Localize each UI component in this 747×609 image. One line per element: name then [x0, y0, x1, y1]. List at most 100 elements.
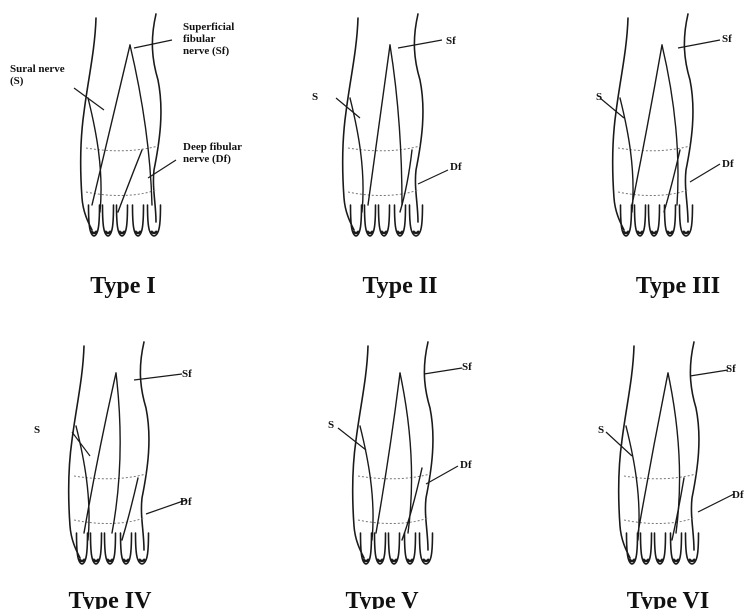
toe-outline [655, 533, 666, 564]
type-caption: Type III [636, 273, 720, 299]
toenail [391, 559, 397, 561]
toe-outline [351, 205, 362, 236]
toenail [657, 559, 663, 561]
toenail [637, 231, 643, 233]
toe-outline [405, 533, 416, 564]
superficial-nerve-label: Sf [182, 368, 192, 380]
toe-outline [627, 533, 638, 564]
toenail [151, 231, 157, 233]
toe-outline [361, 533, 372, 564]
superficial-fibular-nerve-path [638, 373, 668, 533]
toe-outline [686, 533, 699, 564]
superficial-fibular-nerve-path [662, 45, 678, 205]
sural-nerve-label: S [34, 424, 40, 436]
panel-type-3 [600, 14, 720, 236]
toenail [397, 231, 403, 233]
dashed-level-line [358, 518, 428, 524]
sural-nerve-path [620, 98, 633, 212]
leader-line-s [74, 88, 104, 110]
deep-nerve-label: Df [450, 161, 462, 173]
dashed-level-line [74, 474, 146, 479]
deep-nerve-label: Df [722, 158, 734, 170]
panel-type-5 [338, 342, 462, 564]
leader-line-s [72, 432, 90, 456]
dashed-level-line [348, 146, 420, 151]
superficial-fibular-nerve-path [130, 45, 152, 205]
toenail [423, 559, 429, 561]
deep-nerve-label: Deep fibularnerve (Df) [183, 141, 242, 165]
toenail [135, 231, 141, 233]
toenail [407, 559, 413, 561]
toe-outline [133, 205, 144, 236]
dashed-level-line [624, 518, 694, 524]
superficial-nerve-label: Sf [722, 33, 732, 45]
sural-nerve-path [626, 426, 639, 540]
superficial-nerve-label: Sf [462, 361, 472, 373]
toenail [353, 231, 359, 233]
superficial-nerve-label: Sf [446, 35, 456, 47]
toenail [93, 559, 99, 561]
toenail [139, 559, 145, 561]
toenail [683, 231, 689, 233]
toenail [651, 231, 657, 233]
toenail [667, 231, 673, 233]
toe-outline [420, 533, 433, 564]
sural-nerve-path [360, 426, 373, 540]
toenail [123, 559, 129, 561]
deep-nerve-label: Df [180, 496, 192, 508]
type-caption: Type IV [69, 588, 153, 609]
toe-outline [375, 533, 386, 564]
superficial-fibular-nerve-path [376, 373, 400, 533]
toenail [107, 559, 113, 561]
leader-line-df [690, 164, 720, 182]
sural-nerve-label: S [598, 424, 604, 436]
dashed-level-line [74, 518, 144, 524]
type-caption: Type II [363, 273, 438, 299]
toenail [629, 559, 635, 561]
sural-nerve-label: Sural nerve(S) [10, 63, 65, 87]
toe-outline [136, 533, 149, 564]
toenail [91, 231, 97, 233]
toenail [377, 559, 383, 561]
toe-outline [680, 205, 693, 236]
sural-nerve-label: S [328, 419, 334, 431]
sural-nerve-label: S [596, 91, 602, 103]
type-caption: Type V [345, 588, 419, 609]
toe-outline [641, 533, 652, 564]
toe-outline [89, 205, 100, 236]
toenail [623, 231, 629, 233]
type-caption: Type I [90, 273, 156, 299]
dashed-level-line [86, 190, 156, 196]
superficial-fibular-nerve-path [400, 373, 412, 533]
sural-nerve-path [76, 426, 89, 540]
panel-type-1 [74, 14, 176, 236]
sural-nerve-label: S [312, 91, 318, 103]
type-caption: Type VI [627, 588, 709, 609]
superficial-fibular-nerve-path [84, 373, 116, 533]
toenail [79, 559, 85, 561]
superficial-fibular-nerve-path [112, 373, 120, 533]
toe-outline [365, 205, 376, 236]
superficial-fibular-nerve-path [632, 45, 662, 205]
deep-fibular-nerve-path [672, 478, 684, 540]
leader-line-df [698, 494, 734, 512]
toenail [367, 231, 373, 233]
toe-outline [410, 205, 423, 236]
toenail [643, 559, 649, 561]
toe-outline [91, 533, 102, 564]
panel-type-6 [606, 342, 734, 564]
dashed-level-line [348, 190, 418, 196]
toe-outline [665, 205, 676, 236]
dashed-level-line [624, 474, 696, 479]
toe-outline [649, 205, 660, 236]
superficial-nerve-label: Sf [726, 363, 736, 375]
dashed-level-line [618, 146, 690, 151]
deep-nerve-label: Df [732, 489, 744, 501]
toe-outline [77, 533, 88, 564]
deep-fibular-nerve-path [122, 478, 138, 540]
leader-line-sf [398, 40, 442, 48]
leader-line-df [148, 160, 176, 178]
